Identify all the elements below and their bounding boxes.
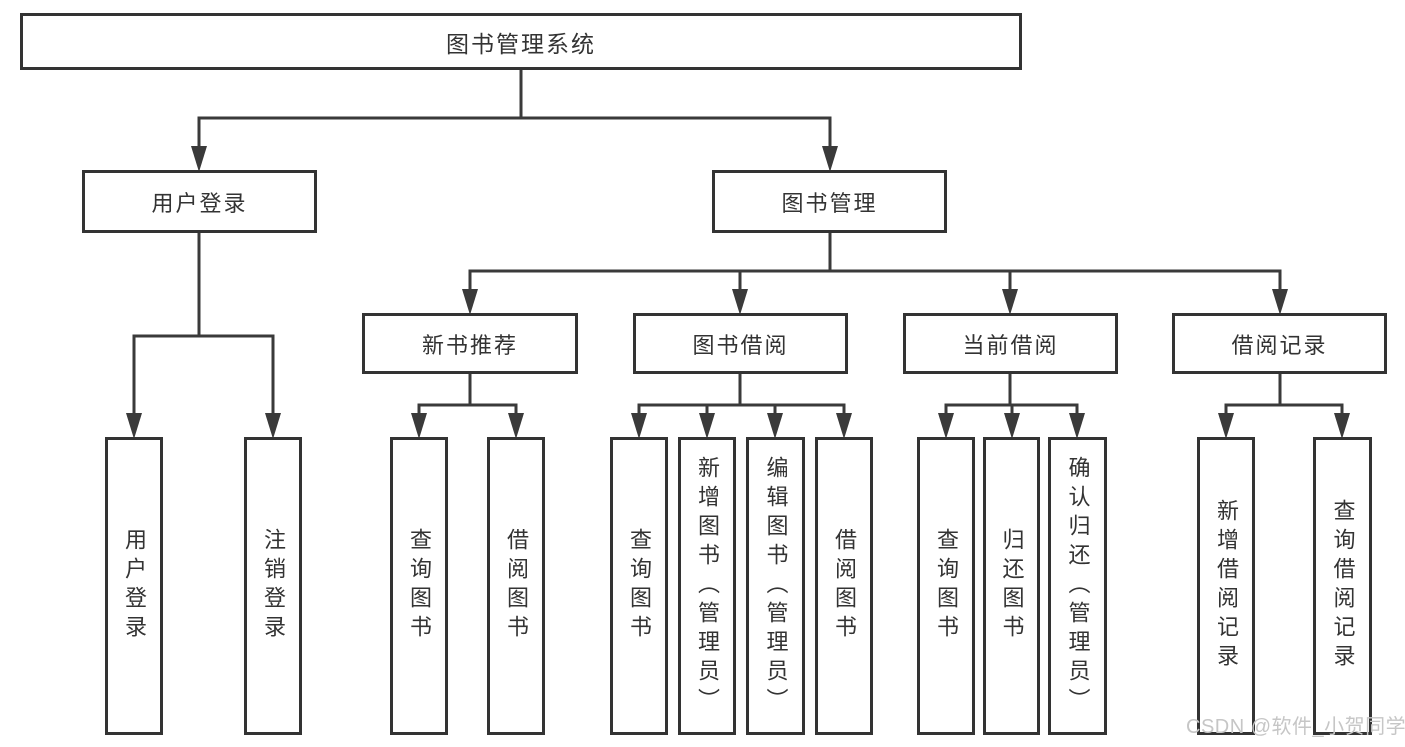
leaf-logout: 注销登录	[244, 437, 302, 735]
connector-root-to-level2	[191, 69, 838, 172]
node-label: 归还图书	[999, 528, 1025, 644]
leaf-records-query-record: 查询借阅记录	[1313, 437, 1372, 735]
node-label: 查询图书	[407, 528, 432, 644]
node-root: 图书管理系统	[20, 13, 1022, 70]
node-label: 借阅图书	[832, 528, 857, 644]
watermark: CSDN @软件_小贺同学	[1186, 716, 1405, 738]
arrowhead-down-icon	[1004, 413, 1020, 439]
arrowhead-down-icon	[836, 413, 852, 439]
leaf-user-login: 用户登录	[105, 437, 163, 735]
arrowhead-down-icon	[1218, 413, 1234, 439]
arrowhead-down-icon	[411, 413, 427, 439]
node-label: 图书管理	[781, 190, 878, 216]
leaf-newbook-query-book: 查询图书	[390, 437, 448, 735]
arrowhead-down-icon	[699, 413, 715, 439]
leaf-borrow-borrow-book: 借阅图书	[815, 437, 873, 735]
arrowhead-down-icon	[1334, 413, 1350, 439]
connector-book-borrow-to-leaves	[631, 374, 852, 439]
leaf-borrow-add-book-admin: 新增图书（管理员）	[678, 437, 736, 735]
node-label: 查询借阅记录	[1330, 499, 1356, 673]
arrowhead-down-icon	[1002, 289, 1018, 315]
arrowhead-down-icon	[822, 146, 838, 172]
node-user-login: 用户登录	[82, 170, 317, 233]
node-book-management: 图书管理	[712, 170, 947, 233]
connector-new-book-to-leaves	[411, 374, 524, 439]
arrowhead-down-icon	[938, 413, 954, 439]
arrowhead-down-icon	[265, 413, 281, 439]
node-book-borrow: 图书借阅	[633, 313, 848, 374]
node-label: 当前借阅	[962, 332, 1059, 358]
arrowhead-down-icon	[126, 413, 142, 439]
connector-current-borrow-to-leaves	[938, 374, 1085, 439]
leaf-borrow-edit-book-admin: 编辑图书（管理员）	[746, 437, 805, 735]
node-new-book-recommend: 新书推荐	[362, 313, 578, 374]
arrowhead-down-icon	[191, 146, 207, 172]
connector-book-management-to-level3	[462, 233, 1288, 315]
connector-user-login-to-leaves	[126, 233, 281, 439]
leaf-newbook-borrow-book: 借阅图书	[487, 437, 545, 735]
node-label: 查询图书	[627, 528, 652, 644]
arrowhead-down-icon	[508, 413, 524, 439]
node-label: 确认归还（管理员）	[1065, 455, 1091, 717]
leaf-records-add-record: 新增借阅记录	[1197, 437, 1255, 735]
node-label: 借阅图书	[504, 528, 529, 644]
arrowhead-down-icon	[462, 289, 478, 315]
leaf-current-confirm-return-admin: 确认归还（管理员）	[1048, 437, 1107, 735]
node-label: 编辑图书（管理员）	[763, 455, 789, 717]
arrowhead-down-icon	[1272, 289, 1288, 315]
node-label: 用户登录	[151, 190, 248, 216]
arrowhead-down-icon	[732, 289, 748, 315]
node-label: 借阅记录	[1231, 332, 1328, 358]
leaf-borrow-query-book: 查询图书	[610, 437, 668, 735]
arrowhead-down-icon	[631, 413, 647, 439]
arrowhead-down-icon	[767, 413, 783, 439]
node-current-borrow: 当前借阅	[903, 313, 1118, 374]
connector-borrow-records-to-leaves	[1218, 374, 1350, 439]
leaf-current-query-book: 查询图书	[917, 437, 975, 735]
node-label: 注销登录	[261, 528, 286, 644]
node-label: 新书推荐	[421, 332, 518, 358]
node-label: 查询图书	[934, 528, 959, 644]
leaf-current-return-book: 归还图书	[983, 437, 1040, 735]
arrowhead-down-icon	[1069, 413, 1085, 439]
node-label: 图书借阅	[692, 332, 789, 358]
node-label: 新增图书（管理员）	[695, 455, 720, 717]
node-label: 图书管理系统	[446, 30, 596, 57]
node-borrow-records: 借阅记录	[1172, 313, 1387, 374]
node-label: 用户登录	[122, 528, 147, 644]
node-label: 新增借阅记录	[1214, 499, 1239, 673]
